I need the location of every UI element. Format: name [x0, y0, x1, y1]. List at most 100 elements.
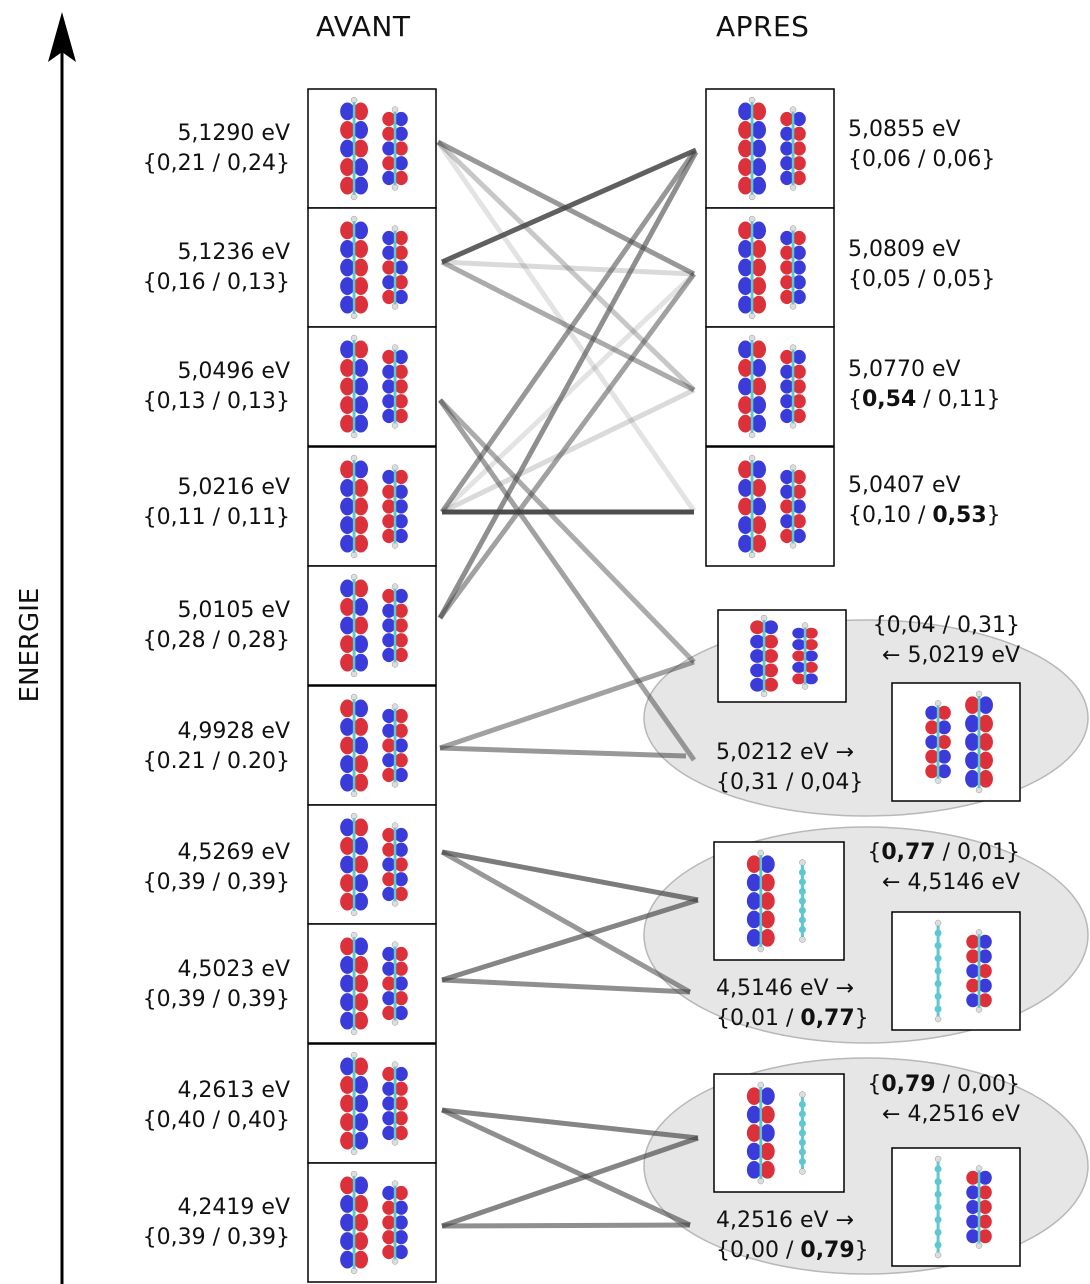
orbital-panel — [705, 207, 835, 328]
orbital-lobe — [966, 978, 980, 993]
orbital-lobe — [353, 176, 368, 195]
orbital-lobe — [382, 1215, 396, 1230]
orbital-lobe — [394, 976, 408, 991]
correlation-line — [441, 259, 695, 277]
correlation-line — [439, 150, 697, 514]
carbon-atom — [934, 980, 942, 988]
orbital-lobe — [382, 364, 396, 379]
orbital-lobe — [340, 1131, 355, 1150]
orbital-lobe — [738, 497, 753, 516]
orbital-lobe — [382, 126, 396, 141]
orbital-lobe — [353, 956, 368, 974]
orbital-lobe — [792, 661, 806, 673]
orbital-lobe — [780, 170, 794, 186]
occupation-a: 0,00 — [730, 1238, 779, 1263]
correlation-line — [441, 849, 699, 903]
orbital-panel-frame — [705, 207, 835, 328]
orbital-lobe — [340, 460, 355, 479]
correlation-line — [440, 849, 692, 995]
orbital-panel-frame — [307, 1162, 437, 1283]
orbital-lobe — [751, 258, 766, 277]
orbital-lobe — [353, 818, 368, 837]
occupation-a: 0,04 — [886, 613, 936, 638]
orbital-lobe — [382, 857, 396, 872]
orbital-lobe — [394, 842, 408, 857]
orbital-lobe — [763, 649, 778, 663]
orbital-lobe — [353, 295, 368, 314]
orbital-lobe — [750, 677, 765, 692]
orbital-lobe — [792, 156, 806, 171]
orbital-panel — [307, 923, 437, 1044]
after-state-energy: 5,0407 eV — [848, 473, 961, 498]
group-lower-occupation: {0,00 / 0,79} — [716, 1238, 869, 1263]
orbital-lobe — [738, 121, 753, 139]
occupation-b: 0,39 — [227, 1225, 276, 1250]
occupation-a: 0,28 — [156, 628, 206, 653]
orbital-lobe — [353, 974, 368, 993]
orbital-lobe — [353, 139, 368, 158]
occupation-a: 0,16 — [156, 270, 206, 295]
orbital-panel-frame — [705, 446, 835, 567]
orbital-lobe — [738, 460, 753, 479]
occupation-b: 0,24 — [227, 151, 276, 176]
orbital-panel — [307, 565, 437, 686]
orbital-lobe — [780, 469, 794, 485]
orbital-panel-frame — [307, 1043, 437, 1164]
orbital-lobe — [353, 1213, 368, 1232]
orbital-lobe — [792, 514, 806, 529]
carbon-atom — [934, 992, 942, 1000]
orbital-panel-frame — [705, 88, 835, 209]
orbital-lobe — [382, 961, 396, 976]
orbital-lobe — [353, 158, 368, 176]
orbital-lobe — [751, 102, 766, 121]
carbon-atom — [798, 878, 806, 886]
orbital-lobe — [780, 364, 794, 379]
correlation-line — [435, 140, 697, 513]
orbital-lobe — [780, 141, 794, 156]
carbon-atom — [934, 929, 942, 937]
occupation-a: 0,11 — [156, 505, 206, 530]
group-upper-energy: ← 4,2516 eV — [882, 1102, 1020, 1127]
orbital-lobe — [792, 499, 806, 514]
orbital-lobe — [382, 230, 396, 246]
orbital-lobe — [751, 460, 766, 479]
orbital-lobe — [353, 359, 368, 377]
orbital-lobe — [780, 260, 794, 275]
orbital-lobe — [353, 1076, 368, 1094]
carbon-atom — [934, 1005, 942, 1013]
orbital-lobe — [760, 1142, 775, 1161]
orbital-lobe — [966, 1185, 980, 1200]
orbital-lobe — [353, 579, 368, 598]
orbital-lobe — [353, 874, 368, 892]
orbital-lobe — [978, 963, 992, 979]
occupation-b: 0,11 — [227, 505, 276, 530]
orbital-lobe — [382, 1230, 396, 1245]
after-header: APRES — [716, 10, 810, 43]
orbital-lobe — [382, 289, 396, 305]
orbital-panel — [307, 804, 437, 925]
carbon-atom — [798, 1129, 806, 1137]
orbital-lobe — [340, 993, 355, 1011]
orbital-lobe — [738, 221, 753, 240]
orbital-lobe — [382, 647, 396, 663]
orbital-lobe — [353, 1176, 368, 1195]
orbital-panel — [713, 841, 845, 961]
before-state-label: 4,9928 eV{0.21 / 0.20} — [0, 717, 290, 777]
orbital-lobe — [760, 1087, 775, 1106]
orbital-lobe — [382, 260, 396, 275]
correlation-line — [437, 150, 699, 620]
orbital-lobe — [746, 910, 762, 929]
orbital-lobe — [738, 176, 753, 195]
orbital-lobe — [746, 892, 762, 910]
orbital-lobe — [353, 460, 368, 479]
orbital-lobe — [382, 588, 396, 604]
orbital-lobe — [751, 497, 766, 516]
orbital-lobe — [966, 949, 980, 964]
before-state-energy: 4,2613 eV — [177, 1078, 290, 1103]
orbital-lobe — [353, 635, 368, 653]
degenerate-groups — [643, 619, 1089, 1275]
orbital-lobe — [353, 1131, 368, 1150]
orbital-lobe — [340, 176, 355, 195]
orbital-lobe — [751, 221, 766, 240]
orbital-lobe — [394, 1066, 408, 1082]
